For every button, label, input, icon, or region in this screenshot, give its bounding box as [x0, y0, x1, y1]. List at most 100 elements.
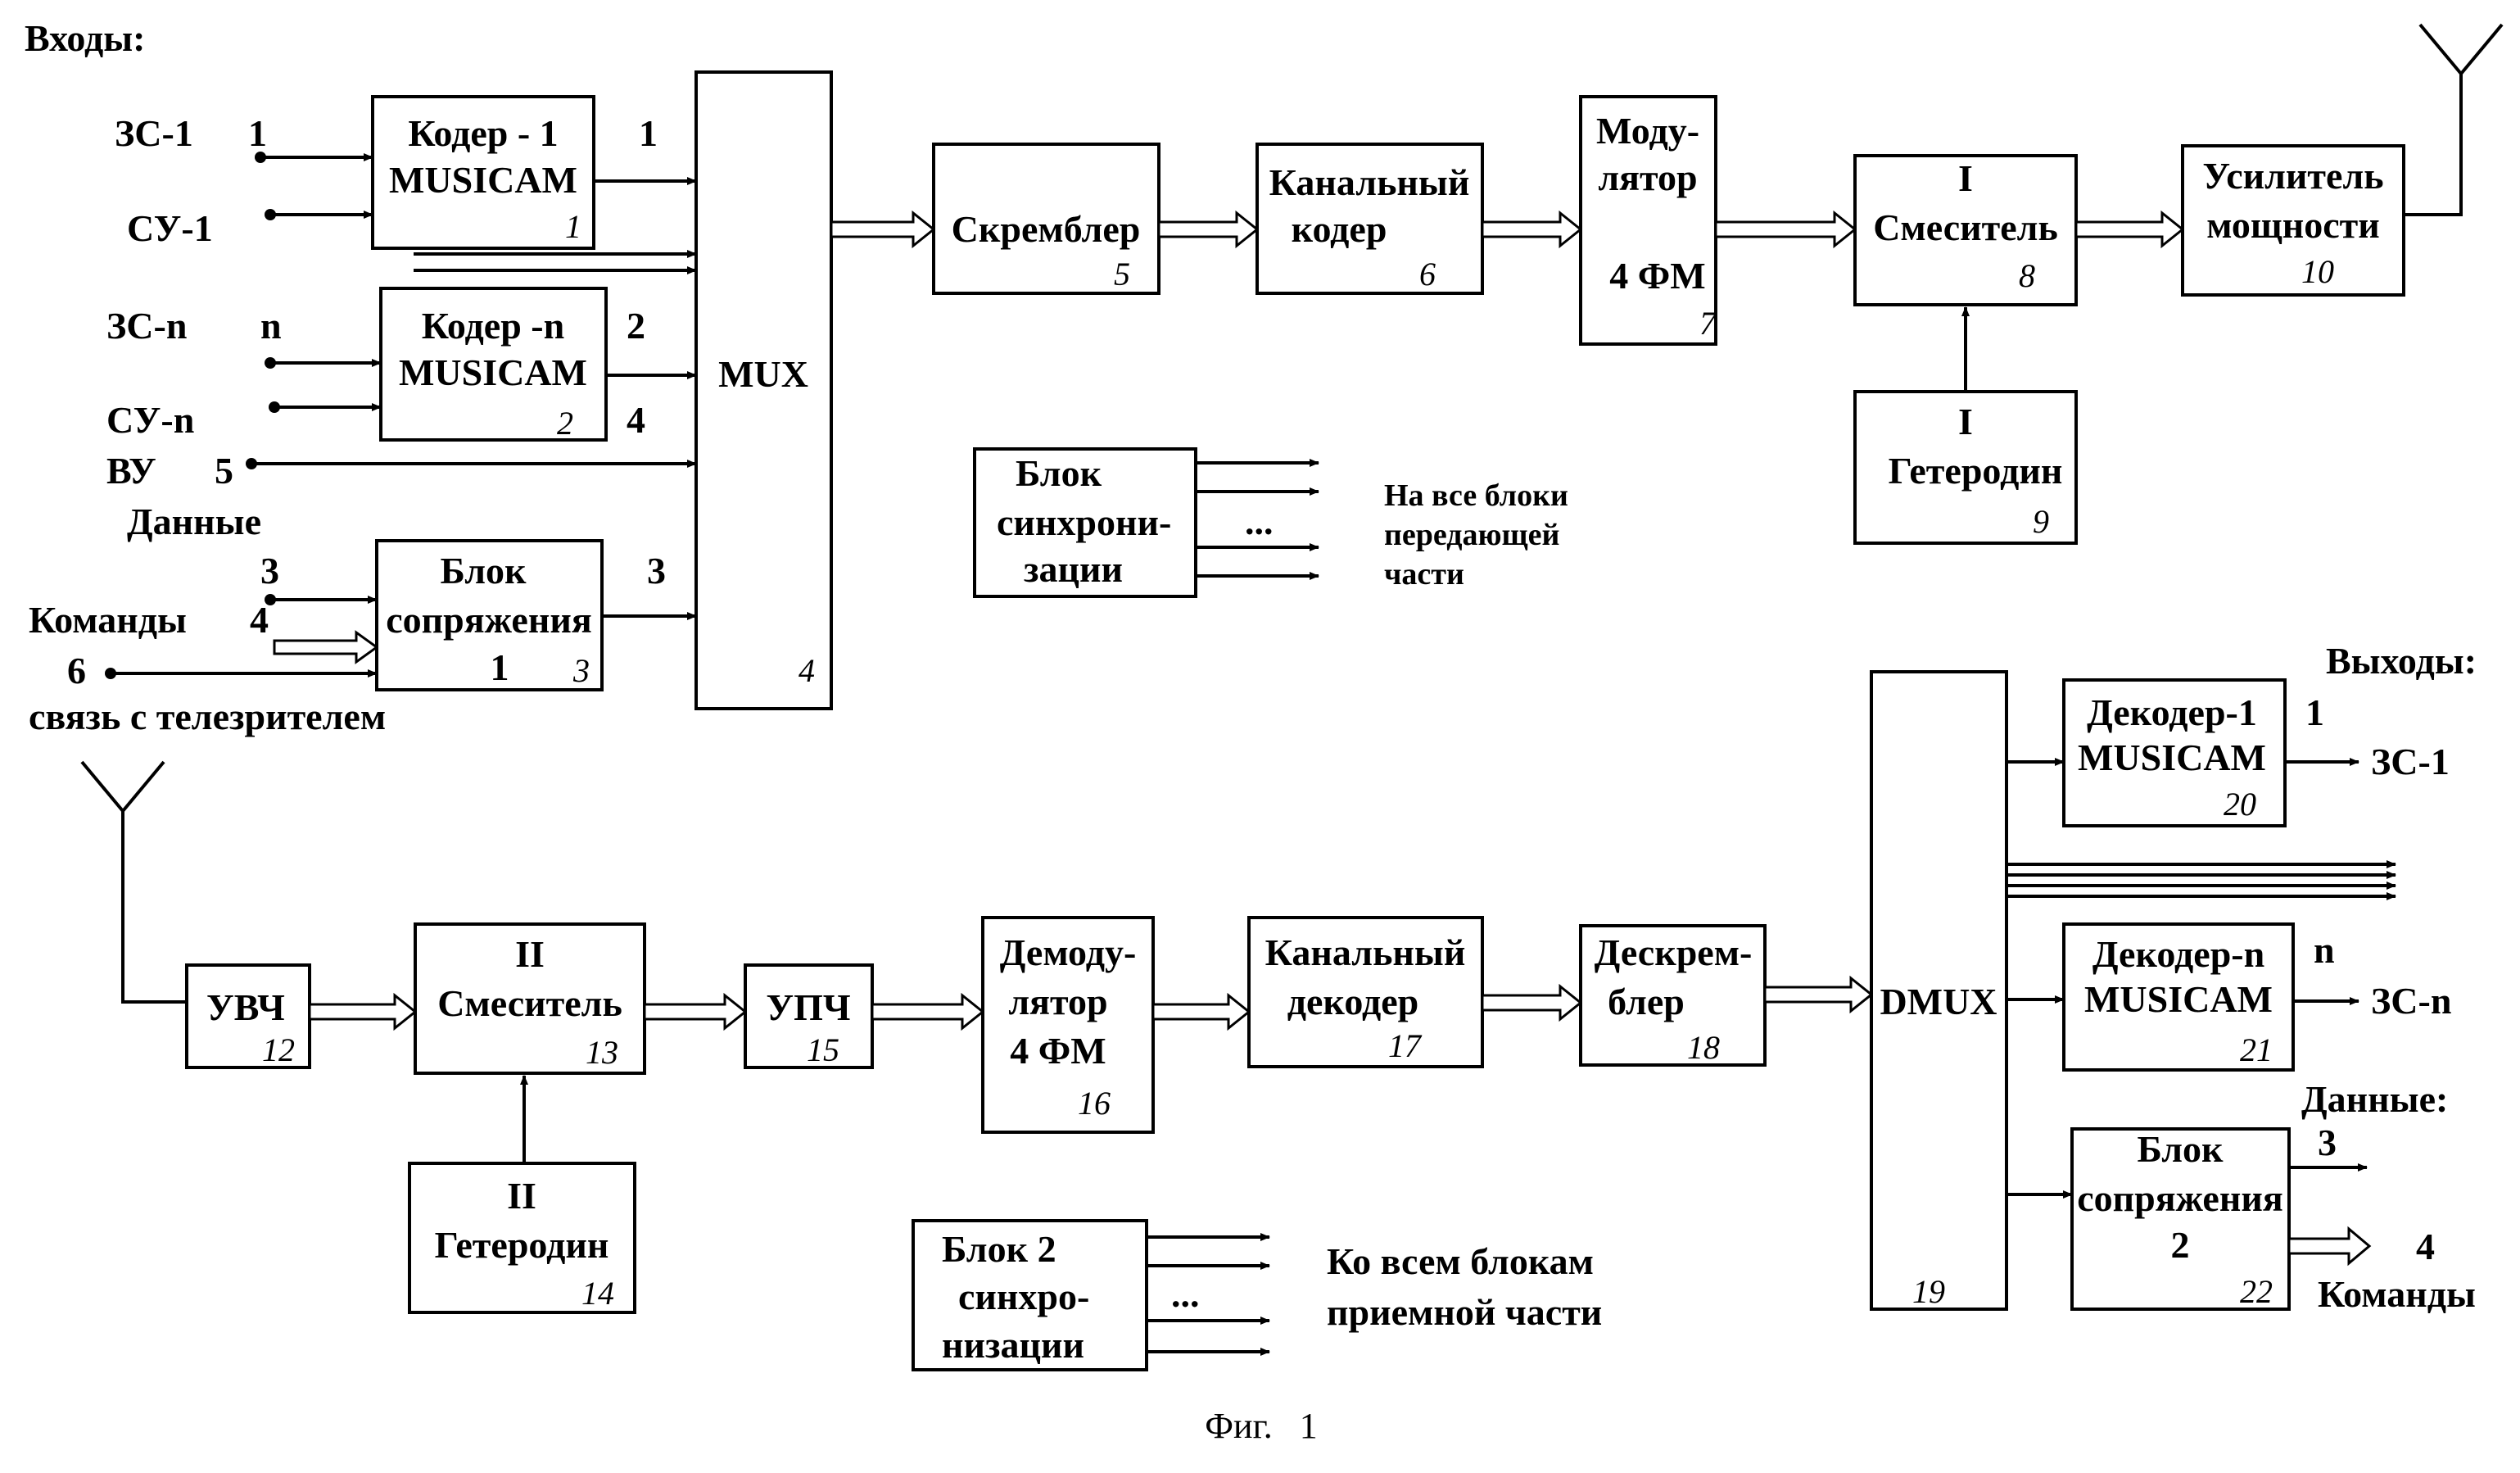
amplifier-title: Усилитель: [2202, 155, 2383, 197]
scrambler-number: 5: [1114, 256, 1130, 292]
mixer-1-roman: I: [1958, 157, 1973, 199]
mux-to-scrambler-arrow: [831, 213, 934, 246]
demodulator-subtitle: лятор: [1008, 981, 1107, 1022]
output-zs1-label: ЗС-1: [2371, 741, 2450, 782]
coder-1-subtitle: MUSICAM: [389, 159, 577, 201]
input-tv-number: 6: [67, 650, 86, 691]
output-commands-label: Команды: [2318, 1273, 2476, 1315]
input-su1-label: СУ-1: [127, 207, 213, 249]
interface-2-title: Блок: [2137, 1128, 2224, 1170]
dmux-number: 19: [1912, 1273, 1945, 1310]
mixer-1-block: I Смеситель 8: [1855, 156, 2076, 305]
channel-decoder-title: Канальный: [1265, 931, 1466, 973]
output-zsn-label: ЗС-n: [2371, 980, 2451, 1022]
demod-to-decoder-arrow: [1153, 995, 1249, 1028]
input-zsn-label: ЗС-n: [106, 305, 187, 347]
uvch-block: УВЧ 12: [187, 965, 310, 1068]
coder-n-output-number-b: 4: [627, 399, 645, 441]
output-zsn-number: n: [2314, 929, 2335, 971]
descrambler-to-dmux-arrow: [1765, 978, 1871, 1011]
figure-caption: Фиг. 1: [1205, 1406, 1317, 1446]
sync-block-1: Блок синхрони- зации: [975, 449, 1196, 596]
input-vu-label: ВУ: [106, 450, 156, 492]
upch-label: УПЧ: [766, 986, 850, 1028]
input-vu-number: 5: [215, 450, 233, 492]
input-tv-link-label: связь с телезрителем: [29, 696, 386, 737]
sync-2-dots: ...: [1171, 1273, 1200, 1315]
sync-2-subtitle-2: низации: [942, 1324, 1084, 1366]
coder-1-block: Кодер - 1 MUSICAM 1: [373, 97, 594, 248]
sync-2-output-arrows: [1147, 1237, 1269, 1352]
input-data-label: Данные: [127, 501, 261, 542]
sync-1-note-line3: части: [1384, 557, 1464, 591]
lo-1-label: Гетеродин: [1889, 450, 2063, 492]
dmux-block: DMUX 19: [1871, 672, 2006, 1310]
decoder-n-block: Декодер-n MUSICAM 21: [2064, 924, 2293, 1070]
demodulator-block: Демоду- лятор 4 ФМ 16: [983, 918, 1153, 1132]
mixer-1-label: Смеситель: [1873, 206, 2058, 248]
lo-2-label: Гетеродин: [435, 1224, 609, 1266]
mixer2-to-upch-arrow: [645, 995, 745, 1028]
uvch-number: 12: [262, 1031, 295, 1068]
mux-number: 4: [799, 652, 815, 689]
descrambler-block: Дескрем- блер 18: [1581, 926, 1765, 1066]
interface-2-subtitle: сопряжения: [2077, 1177, 2282, 1219]
channel-decoder-block: Канальный декодер 17: [1249, 918, 1482, 1067]
scrambler-label: Скремблер: [952, 208, 1141, 250]
amplifier-number: 10: [2301, 253, 2334, 290]
input-zs1-number: 1: [248, 112, 267, 154]
decoder-n-subtitle: MUSICAM: [2084, 978, 2273, 1020]
decoder-n-number: 21: [2240, 1031, 2273, 1068]
coder-to-modulator-arrow: [1482, 213, 1581, 246]
sync-2-title: Блок 2: [942, 1228, 1056, 1270]
uvch-label: УВЧ: [206, 986, 285, 1028]
sync-1-note-line1: На все блоки: [1384, 478, 1568, 513]
mixer-2-number: 13: [586, 1034, 618, 1071]
coder-1-number: 1: [565, 208, 581, 245]
output-commands-number: 4: [2416, 1226, 2435, 1267]
decoder-1-title: Декодер-1: [2087, 691, 2257, 733]
demodulator-type: 4 ФМ: [1010, 1030, 1106, 1072]
input-commands-number: 4: [250, 599, 269, 641]
modulator-to-mixer-arrow: [1716, 213, 1855, 246]
upch-number: 15: [807, 1031, 839, 1068]
sync-2-note-line2: приемной части: [1327, 1291, 1602, 1333]
demodulator-number: 16: [1078, 1085, 1111, 1122]
modulator-subtitle: лятор: [1598, 156, 1697, 198]
mixer-2-label: Смеситель: [437, 982, 622, 1024]
decoder-1-subtitle: MUSICAM: [2078, 736, 2266, 778]
input-data-number: 3: [260, 550, 279, 591]
dmux-extra-outputs: [2006, 864, 2396, 896]
modulator-title: Моду-: [1596, 110, 1699, 152]
coder-n-output-number-a: 2: [627, 305, 645, 347]
input-commands-label: Команды: [29, 599, 187, 641]
interface2-commands-output-arrow: [2289, 1229, 2369, 1263]
input-sun-label: СУ-n: [106, 399, 194, 441]
sync-1-note-line2: передающей: [1384, 518, 1559, 552]
coder-n-subtitle: MUSICAM: [399, 351, 587, 393]
sync-2-subtitle: синхро-: [958, 1276, 1089, 1317]
local-oscillator-1-block: I Гетеродин 9: [1855, 392, 2076, 543]
interface-1-number: 3: [572, 652, 590, 689]
uvch-to-mixer2-arrow: [310, 995, 415, 1028]
interface-2-number: 22: [2240, 1273, 2273, 1310]
decoder-1-number: 20: [2224, 786, 2256, 823]
output-zs1-number: 1: [2305, 691, 2324, 733]
mux-label: MUX: [718, 353, 808, 395]
upch-block: УПЧ 15: [745, 965, 872, 1068]
channel-decoder-subtitle: декодер: [1287, 981, 1419, 1022]
sync-1-subtitle-2: зации: [1024, 548, 1123, 590]
lo-1-number: 9: [2033, 503, 2049, 540]
mixer-to-amplifier-arrow: [2076, 213, 2183, 246]
inputs-heading: Входы:: [25, 17, 146, 59]
interface-1-title: Блок: [440, 550, 527, 591]
interface-1-output-number: 3: [647, 550, 666, 591]
decoder-to-descrambler-arrow: [1482, 986, 1581, 1019]
input-zs1-label: ЗС-1: [115, 112, 193, 154]
scrambler-block: Скремблер 5: [934, 144, 1159, 293]
lo-1-roman: I: [1958, 401, 1973, 442]
modulator-number: 7: [1699, 305, 1717, 342]
channel-coder-block: Канальный кодер 6: [1257, 144, 1482, 293]
